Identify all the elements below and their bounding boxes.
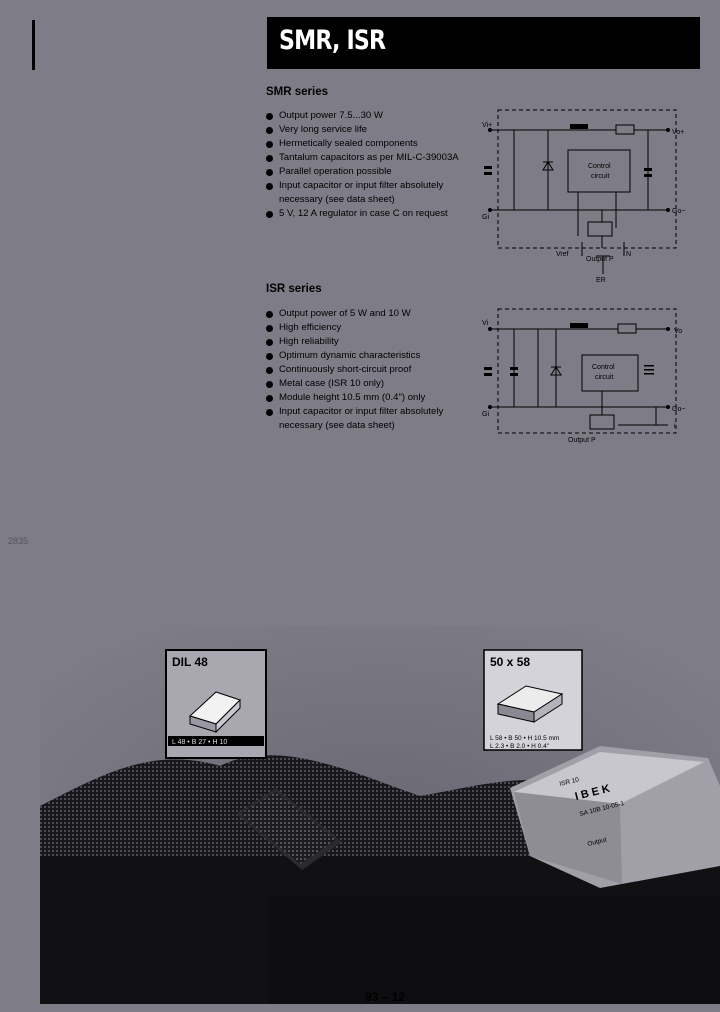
- isr-schematic-diagram: Vi Gi Vo Go− Control circuit Output P i: [482, 308, 685, 444]
- isr-control-circuit-box: [581, 354, 639, 392]
- smr-module-outline: [497, 109, 677, 249]
- page-title: SMR, ISR: [279, 25, 386, 56]
- smr-control-circuit-box: [567, 149, 631, 193]
- isr-feature-1: Output power of 5 W and 10 W: [266, 307, 443, 321]
- smr-vo-label: Vo+: [672, 129, 684, 136]
- smr-resistor: [615, 124, 635, 135]
- smr-feature-6-text: Input capacitor or input filter absolute…: [279, 180, 444, 191]
- smr-diode: [542, 161, 554, 171]
- smr-series-title: SMR series: [266, 86, 329, 98]
- isr-control-label: Control: [592, 364, 615, 371]
- isr-feature-7: Module height 10.5 mm (0.4") only: [266, 391, 443, 405]
- smr-potentiometer: [587, 221, 613, 237]
- isr-feature-6: Metal case (ISR 10 only): [266, 377, 443, 391]
- isr-outputp-label: Output P: [568, 437, 596, 444]
- smr-feature-7: 5 V, 12 A regulator in case C on request: [266, 207, 459, 221]
- smr-vref-label: Vref: [556, 251, 569, 258]
- smr-er-label: ER: [596, 277, 606, 284]
- isr-feature-4: Optimum dynamic characteristics: [266, 349, 443, 363]
- box-50x58-label: 50 x 58: [490, 655, 530, 669]
- smr-feature-2: Very long service life: [266, 123, 459, 137]
- smr-n-label: N: [626, 251, 631, 258]
- isr-go-label: Go−: [672, 406, 685, 413]
- isr-vi-label: Vi: [482, 320, 489, 327]
- dil48-dimensions: L 48 • B 27 • H 10: [172, 739, 227, 746]
- isr-resistor: [617, 323, 637, 334]
- ibek-model-line-1: ISR 10: [559, 776, 580, 788]
- smr-feature-5: Parallel operation possible: [266, 165, 459, 179]
- smr-inductor: [570, 124, 588, 129]
- product-photo: DIL 48 L 48 • B 27 • H 10 50 x 58 L 58 •…: [40, 626, 720, 1004]
- isr-feature-list: Output power of 5 W and 10 W High effici…: [266, 307, 443, 433]
- isr-feature-5: Continuously short-circuit proof: [266, 363, 443, 377]
- isr-vo-label: Vo: [674, 328, 682, 335]
- isr-diode: [550, 366, 562, 376]
- isr-feature-3: High reliability: [266, 335, 443, 349]
- dil48-label-card: DIL 48 L 48 • B 27 • H 10: [165, 649, 267, 759]
- box-50x58-label-card: 50 x 58 L 58 • B 50 • H 10.5 mm L 2.3 • …: [483, 649, 583, 751]
- isr-feature-8: Input capacitor or input filter absolute…: [266, 405, 443, 433]
- smr-feature-1: Output power 7.5...30 W: [266, 109, 459, 123]
- box-50x58-dimensions-2: L 2.3 • B 2.0 • H 0.4": [490, 743, 550, 750]
- smr-feature-3: Hermetically sealed components: [266, 137, 459, 151]
- smr-control-label: Control: [588, 163, 611, 170]
- title-banner: SMR, ISR: [267, 17, 700, 69]
- smr-vi-label: Vi+: [482, 122, 492, 129]
- smr-outputp-label: Output P: [586, 256, 614, 263]
- ibek-module-component: I B E K ISR 10 SA 10B 10-05-1 Output: [510, 746, 720, 888]
- isr-inductor: [570, 323, 588, 328]
- smr-feature-6-cont: necessary (see data sheet): [279, 194, 395, 205]
- isr-series-title: ISR series: [266, 283, 322, 295]
- box-50x58-dimensions-1: L 58 • B 50 • H 10.5 mm: [490, 735, 559, 742]
- dil48-label: DIL 48: [172, 655, 208, 669]
- isr-i-label: i: [674, 423, 676, 430]
- smr-feature-4: Tantalum capacitors as per MIL-C-39003A: [266, 151, 459, 165]
- isr-circuit-label: circuit: [595, 374, 613, 381]
- isr-output-capacitor: [644, 365, 654, 367]
- left-edge-bar: [32, 20, 35, 70]
- smr-go-label: Go−: [672, 208, 685, 215]
- smr-feature-list: Output power 7.5...30 W Very long servic…: [266, 109, 459, 221]
- smr-schematic-diagram: Vi+ Gi Vo+ Go− Control circuit Vref Outp…: [482, 109, 685, 284]
- isr-potentiometer: [589, 414, 615, 430]
- side-note: 2835: [8, 536, 29, 546]
- smr-input-capacitor: [484, 166, 492, 169]
- smr-feature-6: Input capacitor or input filter absolute…: [266, 179, 459, 207]
- smr-gi-label: Gi: [482, 214, 489, 221]
- isr-input-capacitor: [484, 367, 492, 370]
- isr-module-outline: [497, 308, 677, 434]
- page-number: 93 – 12: [365, 990, 406, 1004]
- isr-feature-8-text: Input capacitor or input filter absolute…: [279, 406, 444, 417]
- dil-module-component: [236, 788, 342, 870]
- smr-circuit-label: circuit: [591, 173, 609, 180]
- isr-gi-label: Gi: [482, 411, 489, 418]
- smr-output-capacitor: [644, 168, 652, 171]
- isr-feature-2: High efficiency: [266, 321, 443, 335]
- ibek-model-line-3: Output: [587, 836, 608, 848]
- isr-feature-8-cont: necessary (see data sheet): [279, 420, 395, 431]
